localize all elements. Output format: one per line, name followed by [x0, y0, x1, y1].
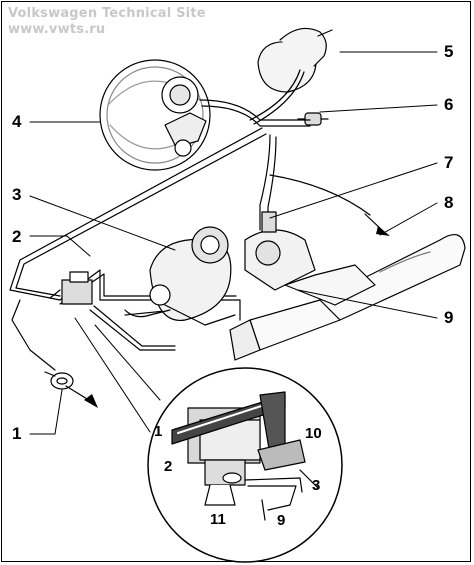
callout-4: 4 [12, 112, 22, 131]
vacuum-reservoir [257, 27, 333, 93]
turbocharger [124, 226, 236, 326]
callout-7: 7 [444, 153, 454, 172]
detail-inset [147, 367, 343, 563]
callout-8: 8 [444, 193, 454, 212]
detail-label-3: 3 [312, 477, 321, 494]
detail-label-2: 2 [164, 458, 173, 475]
callout-9: 9 [444, 308, 454, 327]
detail-label-10: 10 [305, 425, 322, 442]
callout-3: 3 [12, 185, 22, 204]
detail-label-11: 11 [210, 511, 226, 528]
egr-valve [244, 211, 376, 306]
callout-2: 2 [12, 227, 22, 246]
callout-1: 1 [12, 424, 22, 443]
watermark-url: www.vwts.ru [8, 22, 106, 37]
vacuum-hoses [9, 69, 371, 371]
leader-lines [29, 51, 438, 435]
solenoid-valve [49, 271, 93, 305]
brake-servo [99, 59, 211, 171]
callout-6: 6 [444, 95, 454, 114]
detail-label-1: 1 [154, 423, 163, 440]
vacuum-connector [44, 371, 74, 390]
check-valve [297, 112, 329, 126]
detail-label-9: 9 [277, 512, 286, 529]
callout-5: 5 [444, 42, 454, 61]
watermark-title: Volkswagen Technical Site [8, 6, 206, 21]
